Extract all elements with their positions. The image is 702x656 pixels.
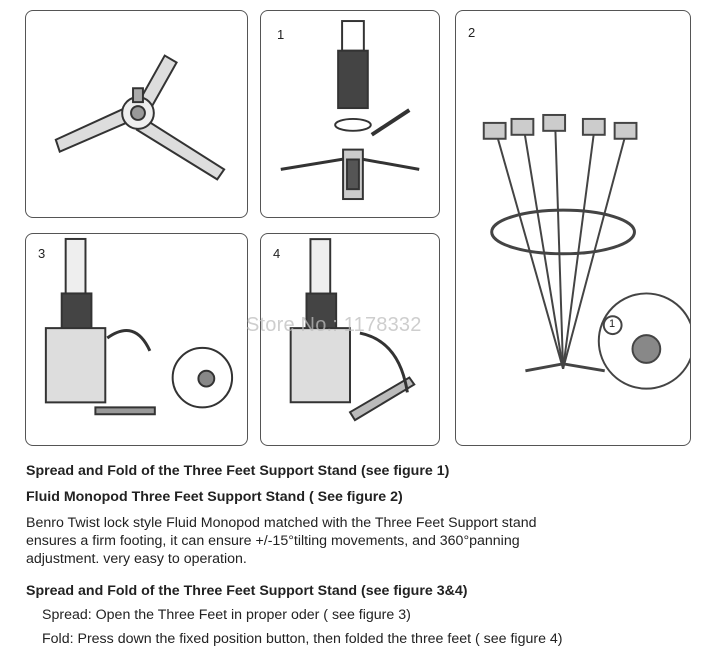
feet-fold-illustration — [289, 238, 416, 422]
figure-base-panel — [25, 10, 248, 218]
heading-fluid-monopod: Fluid Monopod Three Feet Support Stand (… — [26, 489, 403, 505]
monopod-attach-illustration — [280, 20, 420, 201]
monopod-tilt-illustration — [482, 113, 690, 390]
feet-spread-illustration — [44, 237, 234, 416]
figure-number: 2 — [468, 25, 476, 40]
spread-instruction: Spread: Open the Three Feet in proper od… — [42, 607, 411, 623]
description-paragraph: Benro Twist lock style Fluid Monopod mat… — [26, 514, 537, 568]
paragraph-line: adjustment. very easy to operation. — [26, 551, 247, 567]
store-watermark: Store No.: 1178332 — [246, 314, 422, 336]
paragraph-line: Benro Twist lock style Fluid Monopod mat… — [26, 515, 537, 531]
figure-number: 3 — [38, 246, 46, 261]
figure-number: 1 — [277, 27, 285, 42]
figure-number: 4 — [273, 246, 281, 261]
callout-number: 1 — [609, 318, 616, 330]
fold-instruction: Fold: Press down the fixed position butt… — [42, 631, 563, 647]
figure-4-panel: 4 — [260, 233, 440, 446]
figure-2-panel: 2 1 — [455, 10, 691, 446]
paragraph-line: ensures a firm footing, it can ensure +/… — [26, 533, 520, 549]
tripod-base-illustration — [54, 54, 226, 181]
heading-figure-3-4: Spread and Fold of the Three Feet Suppor… — [26, 583, 468, 599]
figure-3-panel: 3 — [25, 233, 248, 446]
figure-1-panel: 1 — [260, 10, 440, 218]
heading-fold-spread: Spread and Fold of the Three Feet Suppor… — [26, 463, 450, 479]
